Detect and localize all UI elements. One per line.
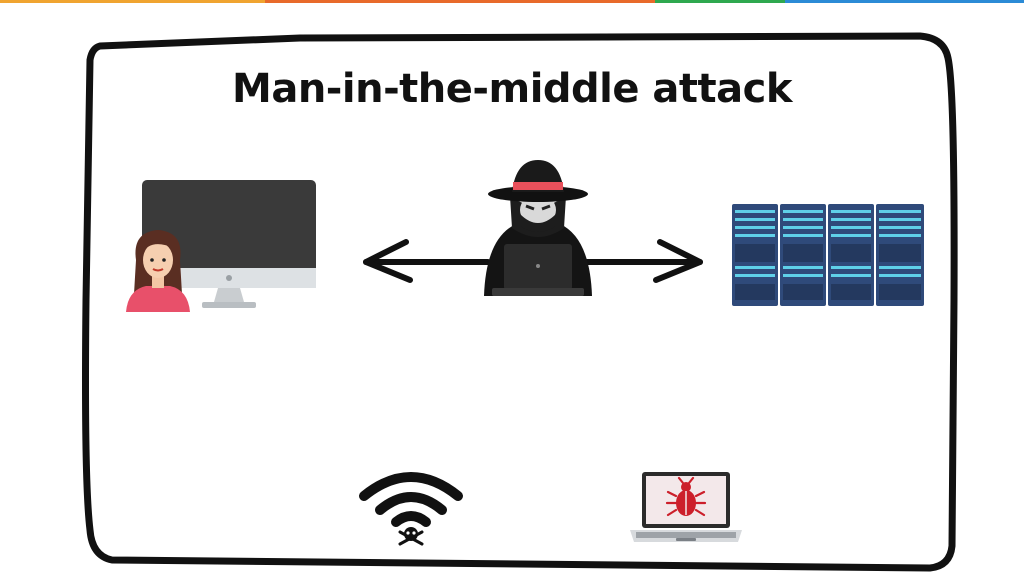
server-rack-icon <box>732 204 924 306</box>
server-unit <box>780 204 826 306</box>
bug-icon <box>665 476 707 517</box>
poisoned-wifi-icon <box>359 472 463 546</box>
desktop-monitor-icon <box>142 180 316 308</box>
server-unit <box>732 204 778 306</box>
infected-laptop-icon <box>630 472 742 542</box>
top-bar-blue <box>785 0 1024 3</box>
right-arrow-icon <box>578 239 703 283</box>
skull-icon <box>398 527 424 546</box>
top-bar-green <box>655 0 785 3</box>
left-arrow-icon <box>363 239 490 283</box>
server-unit <box>828 204 874 306</box>
page-title: Man-in-the-middle attack <box>232 66 792 112</box>
hacker-icon <box>484 160 592 296</box>
woman-avatar-icon <box>126 230 190 312</box>
server-unit <box>876 204 924 306</box>
top-bar-red <box>265 0 655 3</box>
top-color-bar <box>0 0 1024 3</box>
top-bar-orange <box>0 0 265 3</box>
